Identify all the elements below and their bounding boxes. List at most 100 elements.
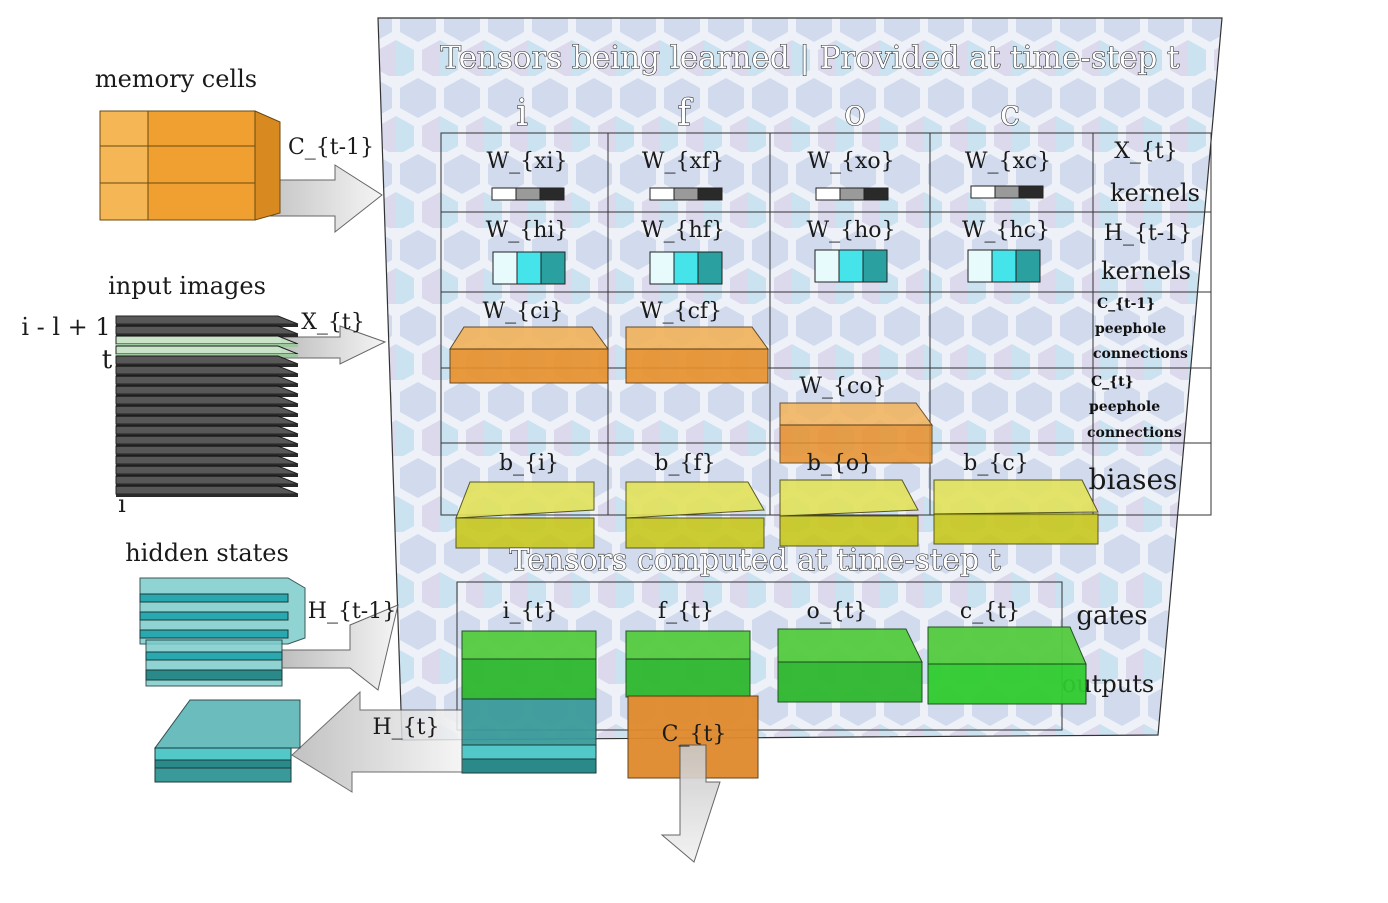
input-image-slab <box>115 475 299 487</box>
panel-title: Tensors being learned | Provided at time… <box>440 40 1180 76</box>
label-gate-i: i_{t} <box>503 599 558 624</box>
label-gate-c: c_{t} <box>960 599 1020 624</box>
row-labels: X_{t} kernels H_{t-1} kernels C_{t-1} pe… <box>1087 139 1200 496</box>
row-label-ct-connections: connections <box>1087 425 1182 441</box>
label-b-o: b_{o} <box>807 451 873 476</box>
input-images-stack <box>115 315 299 497</box>
slab-gate-o <box>777 628 923 703</box>
input-image-slab <box>115 445 299 457</box>
row-label-cprev-connections: connections <box>1093 346 1188 362</box>
kernel-w-hf <box>649 251 723 285</box>
label-window-start: i - l + 1 <box>21 313 110 341</box>
slab-w-cf <box>625 326 769 384</box>
output-hidden-state <box>461 698 597 774</box>
label-b-f: b_{f} <box>654 451 715 476</box>
slab-w-co <box>779 402 933 464</box>
kernel-w-xi <box>491 187 565 201</box>
arrow-h-t <box>291 690 463 793</box>
gate-labels: i_{t} f_{t} o_{t} c_{t} <box>503 599 1021 624</box>
label-gate-o: o_{t} <box>806 599 867 624</box>
row-label-biases: biases <box>1089 463 1178 496</box>
arrow-h-prev <box>281 604 399 691</box>
input-image-slab <box>115 425 299 437</box>
slab-gate-f <box>625 630 751 698</box>
input-image-slab <box>115 315 299 327</box>
peephole-weights <box>449 326 933 464</box>
label-w-hi: W_{hi} <box>486 218 569 243</box>
row-label-cprev: C_{t-1} <box>1097 296 1155 312</box>
label-hidden-states: hidden states <box>125 539 289 567</box>
bias-slabs <box>455 479 1099 549</box>
slab-b-o <box>779 479 919 547</box>
slab-b-f <box>625 481 765 549</box>
kernel-w-hc <box>967 249 1041 283</box>
weight-labels: W_{xi} W_{xf} W_{xo} W_{xc} W_{hi} W_{hf… <box>483 149 1052 399</box>
row-label-cprev-peephole: peephole <box>1095 321 1166 337</box>
bias-labels: b_{i} b_{f} b_{o} b_{c} <box>499 451 1029 476</box>
label-w-co: W_{co} <box>799 374 886 399</box>
h-kernels <box>492 249 1041 285</box>
label-memory-cells: memory cells <box>95 65 257 93</box>
label-b-c: b_{c} <box>963 451 1028 476</box>
label-step-i: i <box>118 490 126 518</box>
slab-b-i <box>455 481 595 549</box>
x-kernels <box>491 185 1044 201</box>
input-image-slab <box>115 395 299 407</box>
row-label-ht-kernels: kernels <box>1101 257 1191 285</box>
column-header-c: c <box>1000 93 1020 134</box>
input-image-slab <box>115 485 299 497</box>
input-image-slab <box>115 385 299 397</box>
row-label-ct: C_{t} <box>1091 374 1134 390</box>
input-image-slab <box>115 405 299 417</box>
input-image-slab <box>115 345 299 357</box>
memory-cells-block <box>99 110 281 221</box>
input-image-slab <box>115 365 299 377</box>
kernel-w-hi <box>492 251 566 285</box>
kernel-w-xf <box>649 187 723 201</box>
input-image-slab <box>115 415 299 427</box>
arrow-label-c-t: C_{t} <box>662 722 727 747</box>
arrow-label-x-t: X_{t} <box>301 310 365 335</box>
input-image-slab <box>115 325 299 337</box>
row-label-ct-peephole: peephole <box>1089 399 1160 415</box>
label-w-ho: W_{ho} <box>806 218 895 243</box>
label-w-hc: W_{hc} <box>962 218 1050 243</box>
label-w-hf: W_{hf} <box>641 218 725 243</box>
input-image-slab <box>115 455 299 467</box>
row-label-gates: gates <box>1076 601 1147 631</box>
row-label-ht: H_{t-1} <box>1104 221 1192 246</box>
column-header-i: i <box>516 93 528 134</box>
label-input-images: input images <box>108 272 266 300</box>
input-image-slab <box>115 375 299 387</box>
arrow-label-h-prev: H_{t-1} <box>308 599 396 624</box>
arrow-label-c-prev: C_{t-1} <box>288 135 374 160</box>
computed-section-title: Tensors computed at time-step t <box>509 543 1000 578</box>
hidden-states-stack <box>139 577 306 687</box>
kernel-w-xo <box>815 187 889 201</box>
label-w-cf: W_{cf} <box>640 299 722 324</box>
slab-gate-i <box>461 630 597 700</box>
row-label-xt: X_{t} <box>1114 139 1178 164</box>
row-label-xt-kernels: kernels <box>1110 179 1200 207</box>
label-w-xi: W_{xi} <box>486 149 567 174</box>
arrow-c-t <box>660 744 721 863</box>
input-image-slab <box>115 465 299 477</box>
label-w-xo: W_{xo} <box>807 149 894 174</box>
arrow-x-t <box>281 325 387 365</box>
column-header-o: o <box>844 93 866 134</box>
kernel-w-xc <box>970 185 1044 199</box>
slab-w-ci <box>449 326 609 384</box>
input-image-slab <box>115 335 299 347</box>
slab-gate-c <box>927 626 1087 705</box>
label-gate-f: f_{t} <box>658 599 714 624</box>
label-w-xf: W_{xf} <box>642 149 724 174</box>
label-step-t: t <box>102 345 113 375</box>
label-w-xc: W_{xc} <box>965 149 1051 174</box>
input-image-slab <box>115 435 299 447</box>
column-headers: i f o c <box>516 92 1021 134</box>
label-w-ci: W_{ci} <box>483 299 564 324</box>
slab-b-c <box>933 479 1099 545</box>
label-b-i: b_{i} <box>499 451 559 476</box>
hidden-state-output-block <box>154 699 301 783</box>
